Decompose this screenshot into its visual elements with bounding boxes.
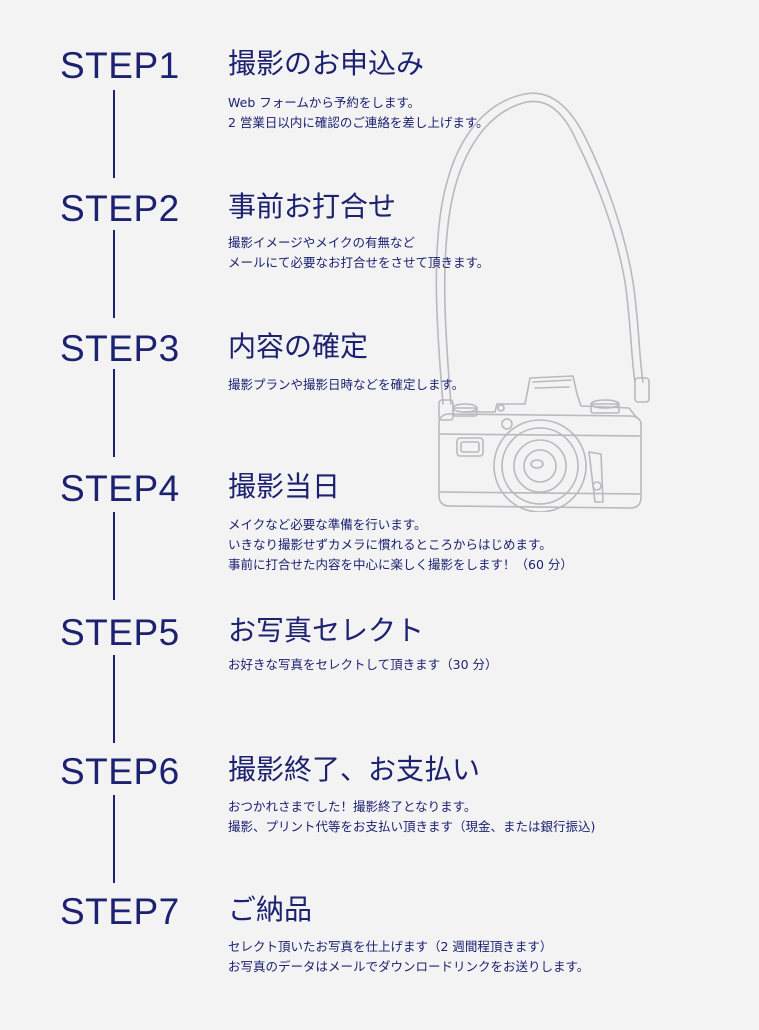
step-4-title: 撮影当日 (228, 470, 341, 503)
step-7-title: ご納品 (228, 893, 313, 926)
step-5-title: お写真セレクト (228, 614, 425, 647)
step-4-desc-line: 事前に打合せた内容を中心に楽しく撮影をします！（60 分） (228, 557, 573, 572)
step-3-description: 撮影プランや撮影日時などを確定します。 (228, 375, 464, 395)
step-3-label: STEP3 (60, 328, 180, 369)
camera-illustration-icon (435, 92, 650, 512)
step-1-title: 撮影のお申込み (228, 47, 425, 80)
step-3-title: 内容の確定 (228, 330, 369, 363)
step-2-desc-line: 撮影イメージやメイクの有無など (228, 235, 416, 250)
step-6-title: 撮影終了、お支払い (228, 753, 481, 786)
step-1-label: STEP1 (60, 45, 180, 86)
step-4-label: STEP4 (60, 468, 180, 509)
step-connector-2 (113, 230, 115, 318)
step-6-description: おつかれさまでした！撮影終了となります。 撮影、プリント代等をお支払い頂きます（… (228, 797, 595, 837)
step-2-title: 事前お打合せ (228, 190, 397, 223)
step-2-desc-line: メールにて必要なお打合せをさせて頂きます。 (228, 255, 490, 270)
step-7-label: STEP7 (60, 891, 180, 932)
step-7-desc-line: セレクト頂いたお写真を仕上げます（2 週間程頂きます） (228, 939, 553, 954)
step-connector-6 (113, 795, 115, 883)
step-connector-1 (113, 90, 115, 178)
step-connector-5 (113, 655, 115, 743)
step-6-desc-line: おつかれさまでした！撮影終了となります。 (228, 799, 477, 814)
step-6-label: STEP6 (60, 751, 180, 792)
step-1-description: Web フォームから予約をします。 2 営業日以内に確認のご連絡を差し上げます。 (228, 93, 489, 133)
step-5-description: お好きな写真をセレクトして頂きます（30 分） (228, 655, 498, 675)
step-connector-4 (113, 512, 115, 600)
step-5-desc-line: お好きな写真をセレクトして頂きます（30 分） (228, 657, 498, 672)
step-connector-3 (113, 369, 115, 457)
step-4-desc-line: いきなり撮影せずカメラに慣れるところからはじめます。 (228, 537, 552, 552)
step-3-desc-line: 撮影プランや撮影日時などを確定します。 (228, 377, 465, 392)
step-1-desc-line: Web フォームから予約をします。 (228, 95, 421, 110)
step-5-label: STEP5 (60, 612, 180, 653)
step-4-desc-line: メイクなど必要な準備を行います。 (228, 517, 427, 532)
step-2-label: STEP2 (60, 188, 180, 229)
step-6-desc-line: 撮影、プリント代等をお支払い頂きます（現金、または銀行振込) (228, 819, 596, 834)
step-7-description: セレクト頂いたお写真を仕上げます（2 週間程頂きます） お写真のデータはメールで… (228, 937, 589, 977)
step-2-description: 撮影イメージやメイクの有無など メールにて必要なお打合せをさせて頂きます。 (228, 233, 489, 273)
step-7-desc-line: お写真のデータはメールでダウンロードリンクをお送りします。 (228, 959, 590, 974)
step-1-desc-line: 2 営業日以内に確認のご連絡を差し上げます。 (228, 115, 489, 130)
step-4-description: メイクなど必要な準備を行います。 いきなり撮影せずカメラに慣れるところからはじめ… (228, 515, 573, 575)
